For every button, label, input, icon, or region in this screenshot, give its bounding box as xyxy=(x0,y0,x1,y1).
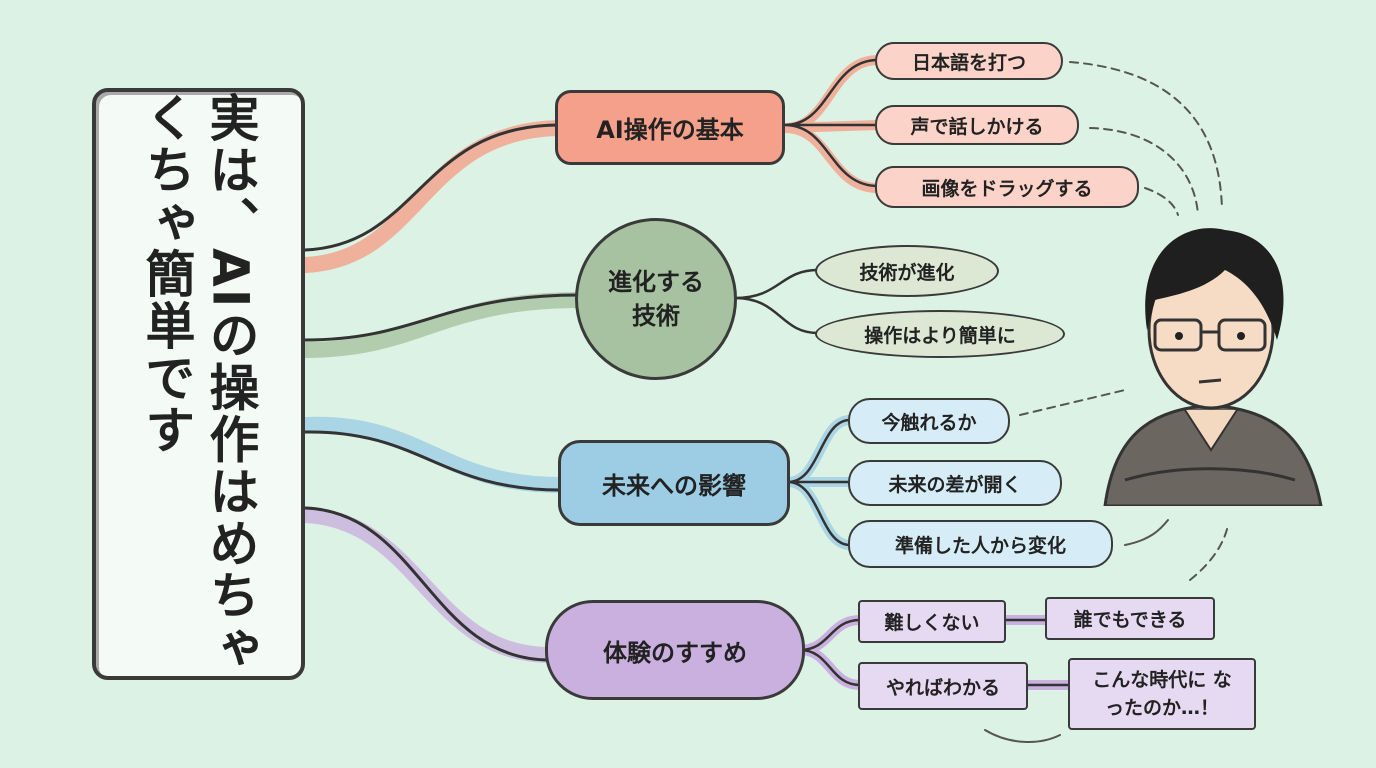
leaf-drag-image: 画像をドラッグする xyxy=(875,166,1139,208)
leaf-try-understand: やればわかる xyxy=(858,662,1028,710)
person-illustration xyxy=(1103,228,1323,506)
leaf-not-difficult: 難しくない xyxy=(858,600,1006,643)
leaf-voice: 声で話しかける xyxy=(875,105,1079,145)
title-text: 実は、AIの操作はめちゃくちゃ簡単です xyxy=(137,92,260,674)
leaf-label: 声で話しかける xyxy=(910,115,1044,138)
leaf-label: 日本語を打つ xyxy=(911,51,1026,74)
leaf-easier: 操作はより簡単に xyxy=(815,310,1065,358)
leaf-label: 技術が進化 xyxy=(859,261,955,284)
leaf-label: 今触れるか xyxy=(881,411,977,434)
leaf-label: 準備した人から変化 xyxy=(894,534,1066,557)
branch-ai-basics: AI操作の基本 xyxy=(555,90,785,165)
branch-label: AI操作の基本 xyxy=(596,116,744,144)
branch-evolving-tech: 進化する技術 xyxy=(575,218,737,380)
branch-try-it: 体験のすすめ xyxy=(545,600,805,700)
leaf-tech-evolves: 技術が進化 xyxy=(815,245,999,297)
leaf-label: 未来の差が開く xyxy=(888,473,1022,496)
branch-label: 進化する技術 xyxy=(608,268,704,330)
leaf-label: こんな時代に なったのか…！ xyxy=(1092,669,1232,719)
leaf-anyone-can: 誰でもできる xyxy=(1045,597,1215,640)
leaf-touch-now: 今触れるか xyxy=(848,398,1010,444)
leaf-gap-widens: 未来の差が開く xyxy=(848,460,1062,506)
branch-label: 未来への影響 xyxy=(602,471,746,500)
leaf-prepared-change: 準備した人から変化 xyxy=(848,520,1113,568)
leaf-such-era: こんな時代に なったのか…！ xyxy=(1068,658,1256,730)
leaf-label: 誰でもできる xyxy=(1073,609,1187,631)
leaf-label: 画像をドラッグする xyxy=(921,177,1093,200)
branch-label: 体験のすすめ xyxy=(603,638,747,667)
leaf-type-japanese: 日本語を打つ xyxy=(875,42,1063,80)
title-card: 実は、AIの操作はめちゃくちゃ簡単です xyxy=(92,88,305,680)
leaf-label: 操作はより簡単に xyxy=(864,324,1016,347)
branch-future-impact: 未来への影響 xyxy=(558,440,790,526)
leaf-label: 難しくない xyxy=(884,612,980,634)
leaf-label: やればわかる xyxy=(885,676,1000,699)
